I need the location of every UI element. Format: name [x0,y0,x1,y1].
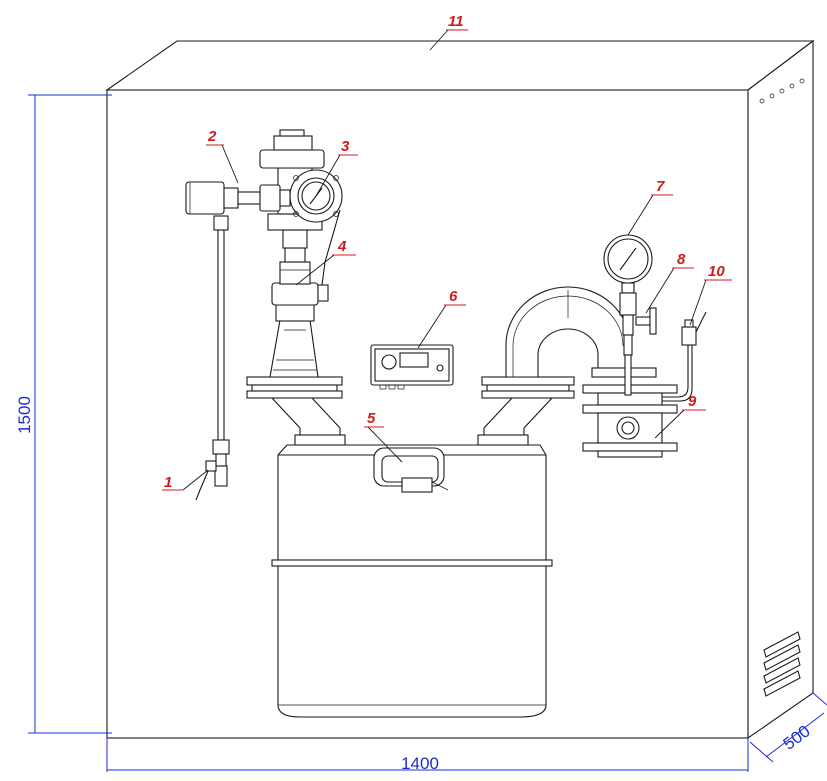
callout-4: 4 [295,238,356,286]
cabinet-side [747,39,814,740]
svg-text:9: 9 [688,393,697,410]
callout-5: 5 [364,410,403,463]
electronic-corrector [370,344,454,390]
dim-width-label: 1400 [401,754,439,773]
callout-8: 8 [645,251,694,314]
dim-depth-label: 500 [780,721,814,753]
cabinet-top [105,40,815,91]
callout-10: 10 [689,263,732,326]
svg-text:6: 6 [449,288,458,305]
dimension-lines [28,94,827,772]
svg-text:1: 1 [164,474,172,491]
pressure-gauge [603,234,653,284]
callout-3: 3 [315,138,358,197]
gas-meter [271,444,553,718]
side-louvres [763,631,801,697]
three-way-cock [635,307,657,335]
side-vent-holes [759,78,805,104]
callout-7: 7 [627,178,673,236]
svg-text:7: 7 [656,178,665,195]
callout-2: 2 [206,128,239,184]
drain-pipe [212,215,230,467]
svg-text:8: 8 [677,251,686,268]
svg-text:11: 11 [448,13,464,30]
drain-cock [195,460,228,501]
svg-text:5: 5 [367,410,376,427]
inlet-flange [246,376,343,399]
ball-valve [681,311,707,346]
gas-filter [271,247,329,322]
shutoff-valve [185,181,291,215]
svg-text:4: 4 [337,238,347,255]
outlet-flange [481,376,575,399]
svg-text:3: 3 [341,138,350,155]
svg-text:2: 2 [207,128,217,145]
impulse-line [662,345,693,402]
svg-text:10: 10 [708,263,725,280]
dim-height-label: 1500 [15,396,34,434]
callout-6: 6 [417,288,466,349]
callout-9: 9 [654,393,706,439]
gauge-stem [619,282,637,396]
callout-11: 11 [429,13,468,51]
callout-1: 1 [162,469,209,491]
